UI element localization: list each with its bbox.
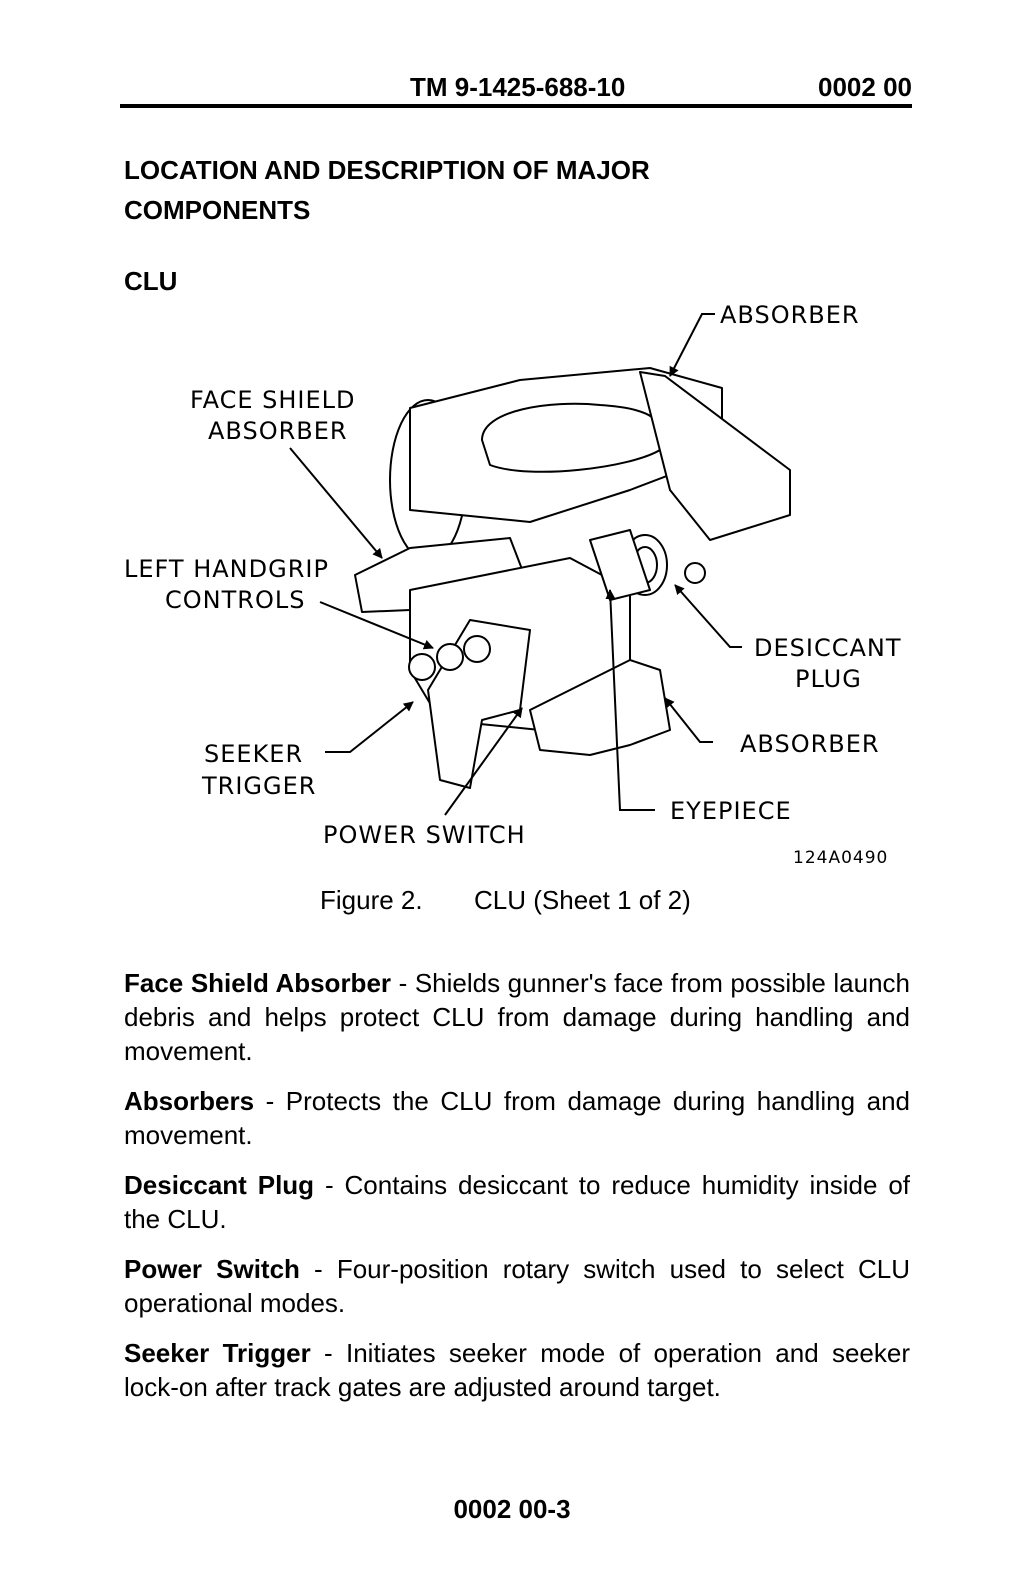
drawing-id: 124A0490 (793, 848, 888, 868)
page-number: 0002 00-3 (453, 1494, 571, 1524)
seeker-trigger-label-line-2: TRIGGER (201, 772, 316, 800)
leader-lines (289, 313, 742, 816)
description-text: - Shields gunner's face from possible la… (124, 968, 910, 1066)
description-term: Face Shield Absorber (124, 968, 392, 998)
clu-device-drawing (354, 367, 791, 789)
description-absorbers: Absorbers - Protects the CLU from damage… (124, 1084, 910, 1152)
left-handgrip-label-line-2: CONTROLS (165, 586, 305, 614)
description-term: Seeker Trigger (124, 1338, 311, 1368)
seeker-trigger-label-line-1: SEEKER (204, 740, 303, 768)
left-handgrip-label-line-1: LEFT HANDGRIP (124, 555, 329, 583)
eyepiece-label: EYEPIECE (670, 797, 792, 825)
figure-caption-text: CLU (Sheet 1 of 2) (474, 885, 691, 915)
component-descriptions: Face Shield Absorber - Shields gunner's … (124, 966, 910, 1420)
absorber-bottom-label: ABSORBER (740, 730, 880, 758)
desiccant-plug-label-line-1: DESICCANT (754, 634, 902, 662)
face-shield-label-line-2: ABSORBER (208, 417, 348, 445)
figure-caption: Figure 2. CLU (Sheet 1 of 2) (320, 885, 691, 916)
description-face-shield-absorber: Face Shield Absorber - Shields gunner's … (124, 966, 910, 1068)
description-text: - Contains desiccant to reduce humidity … (124, 1170, 910, 1234)
page-title-line-2: COMPONENTS (124, 195, 311, 225)
description-power-switch: Power Switch - Four-position rotary swit… (124, 1252, 910, 1320)
clu-figure: ABSORBER FACE SHIELD ABSORBER LEFT HANDG… (110, 290, 930, 880)
clu-illustration: ABSORBER FACE SHIELD ABSORBER LEFT HANDG… (124, 301, 902, 868)
description-text: - Initiates seeker mode of operation and… (124, 1338, 910, 1402)
description-text: - Four-position rotary switch used to se… (124, 1254, 910, 1318)
absorber-top-label: ABSORBER (720, 301, 860, 329)
section-heading: CLU (124, 266, 178, 296)
header-rule (120, 104, 912, 108)
description-term: Absorbers (124, 1086, 255, 1116)
description-term: Desiccant Plug (124, 1170, 315, 1200)
desiccant-plug-label-line-2: PLUG (795, 665, 862, 693)
page-title: LOCATION AND DESCRIPTION OF MAJOR COMPON… (124, 150, 824, 230)
description-desiccant-plug: Desiccant Plug - Contains desiccant to r… (124, 1168, 910, 1236)
page-header: TM 9-1425-688-10 0002 00 (120, 68, 912, 108)
page-title-line-1: LOCATION AND DESCRIPTION OF MAJOR (124, 155, 650, 185)
tm-number: TM 9-1425-688-10 (410, 72, 626, 102)
power-switch-label: POWER SWITCH (323, 821, 526, 849)
figure-caption-number: Figure 2. (320, 885, 423, 915)
description-term: Power Switch (124, 1254, 300, 1284)
description-text: - Protects the CLU from damage during ha… (124, 1086, 910, 1150)
description-seeker-trigger: Seeker Trigger - Initiates seeker mode o… (124, 1336, 910, 1404)
work-package-number: 0002 00 (818, 72, 912, 102)
face-shield-label-line-1: FACE SHIELD (190, 386, 356, 414)
